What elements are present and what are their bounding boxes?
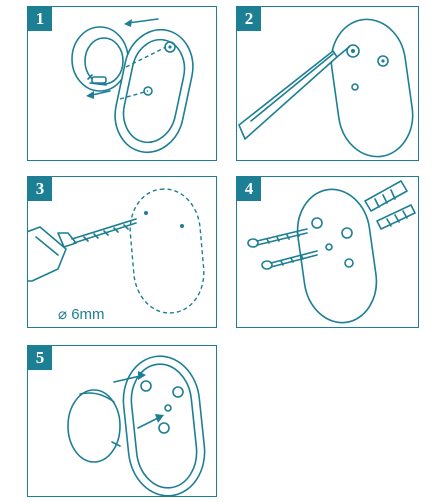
step-1-illustration — [71, 18, 194, 154]
step-4-panel: 4 — [236, 176, 419, 328]
step-2-panel: 2 — [236, 6, 419, 161]
step-5-panel: 5 — [27, 345, 217, 497]
step-3-illustration — [28, 188, 205, 314]
drill — [28, 218, 137, 282]
arrows — [86, 18, 159, 99]
step-2-badge: 2 — [237, 7, 261, 31]
arrows — [113, 371, 164, 429]
mounting-plate — [296, 188, 378, 324]
cover-cap — [71, 26, 129, 92]
step-1-badge: 1 — [28, 7, 52, 31]
step-4-badge: 4 — [237, 177, 261, 201]
step-3-badge: 3 — [28, 177, 52, 201]
step-1-panel: 1 — [27, 6, 217, 161]
step-3-panel: 3 ⌀ 6mm — [27, 176, 217, 328]
drill-diameter-label: ⌀ 6mm — [58, 306, 105, 323]
holder-body — [114, 28, 194, 154]
wall-plugs — [364, 180, 416, 230]
step-5-badge: 5 — [28, 346, 52, 370]
holder-body — [122, 355, 206, 497]
screwdriver — [238, 46, 350, 140]
screws — [247, 228, 318, 270]
step-5-illustration — [67, 355, 206, 497]
drill-template — [129, 188, 205, 314]
cover-cap — [67, 389, 121, 463]
holder-plate — [330, 18, 414, 158]
step-4-illustration — [247, 180, 416, 324]
step-2-illustration — [238, 18, 414, 158]
